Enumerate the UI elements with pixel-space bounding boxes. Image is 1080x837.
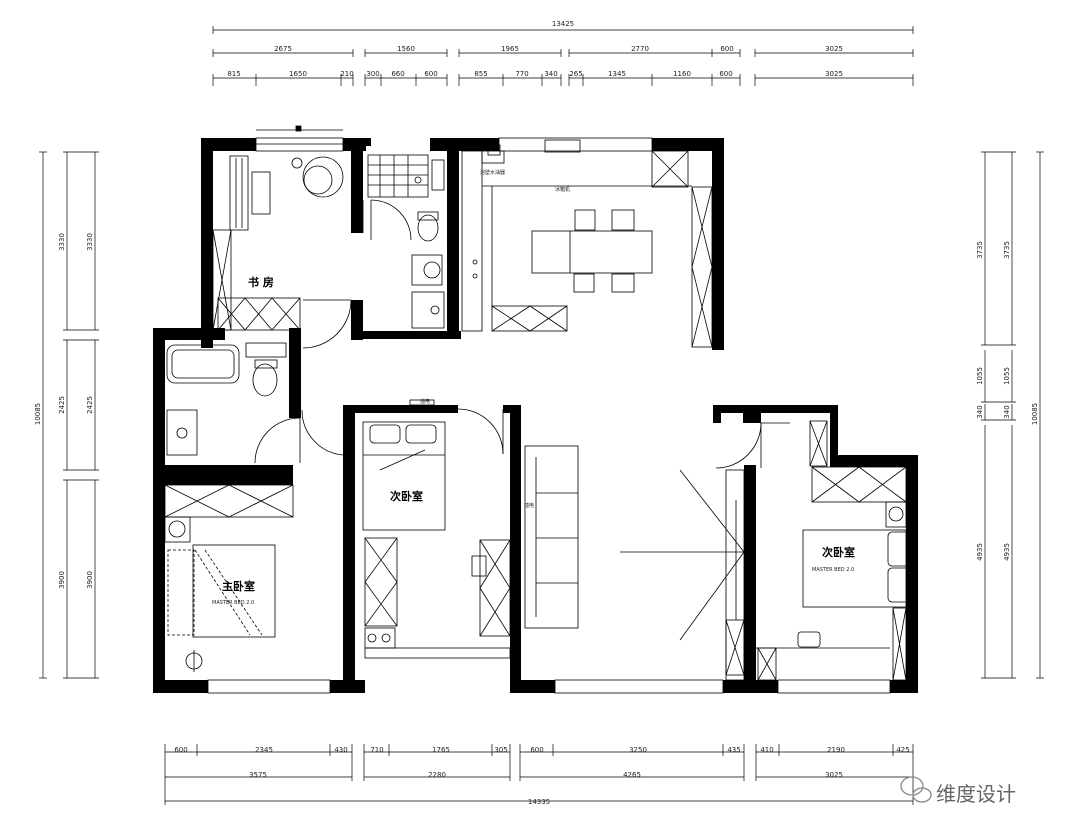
top-bathroom bbox=[367, 154, 445, 329]
bottom-dimension-labels: 600 2345 430 710 1765 305 600 3250 435 4… bbox=[174, 746, 909, 806]
top-dimensions bbox=[212, 26, 914, 86]
svg-text:3735: 3735 bbox=[1003, 241, 1011, 259]
svg-text:2770: 2770 bbox=[631, 45, 649, 53]
svg-text:2425: 2425 bbox=[86, 396, 94, 414]
svg-text:340: 340 bbox=[544, 70, 557, 78]
living-room-furniture bbox=[524, 445, 745, 681]
label-outlet-top: 插电 bbox=[420, 398, 430, 405]
svg-text:305: 305 bbox=[494, 746, 507, 754]
label-fridge: 冰箱机 bbox=[555, 186, 570, 193]
dim-bottom-total: 14335 bbox=[528, 798, 550, 806]
svg-text:2675: 2675 bbox=[274, 45, 292, 53]
label-bed-left: MASTER BED 2.0 bbox=[212, 600, 254, 606]
svg-text:10085: 10085 bbox=[34, 403, 42, 425]
svg-text:1055: 1055 bbox=[976, 367, 984, 385]
svg-text:2280: 2280 bbox=[428, 771, 446, 779]
svg-text:265: 265 bbox=[569, 70, 582, 78]
svg-text:410: 410 bbox=[760, 746, 773, 754]
top-dimension-labels: 13425 2675 1560 1965 2770 600 3025 815 1… bbox=[227, 20, 843, 78]
svg-text:10085: 10085 bbox=[1031, 403, 1039, 425]
svg-text:3900: 3900 bbox=[86, 571, 94, 589]
svg-text:3330: 3330 bbox=[58, 233, 66, 251]
label-outlet-side: 插电 bbox=[524, 502, 534, 509]
svg-text:340: 340 bbox=[976, 405, 984, 418]
label-water-heater: 浴壁水油器 bbox=[480, 169, 505, 176]
doors bbox=[254, 199, 790, 469]
svg-text:435: 435 bbox=[727, 746, 740, 754]
svg-text:3900: 3900 bbox=[58, 571, 66, 589]
svg-text:4935: 4935 bbox=[1003, 543, 1011, 561]
svg-text:2190: 2190 bbox=[827, 746, 845, 754]
svg-text:1160: 1160 bbox=[673, 70, 691, 78]
left-dimension-labels: 10085 3330 2425 3900 3330 2425 3900 bbox=[34, 233, 94, 589]
svg-text:770: 770 bbox=[515, 70, 528, 78]
svg-text:2425: 2425 bbox=[58, 396, 66, 414]
svg-text:855: 855 bbox=[474, 70, 487, 78]
svg-text:1650: 1650 bbox=[289, 70, 307, 78]
room-label-master-bedroom: 主卧室 bbox=[222, 579, 255, 593]
svg-text:430: 430 bbox=[334, 746, 347, 754]
thin-lines bbox=[207, 125, 891, 694]
svg-text:3025: 3025 bbox=[825, 45, 843, 53]
svg-text:660: 660 bbox=[391, 70, 404, 78]
svg-text:1560: 1560 bbox=[397, 45, 415, 53]
study-furniture bbox=[212, 155, 344, 331]
svg-text:300: 300 bbox=[366, 70, 379, 78]
room-label-second-bedroom-right: 次卧室 bbox=[822, 545, 855, 559]
label-bed-right: MASTER BED 2.0 bbox=[812, 567, 854, 573]
svg-text:1765: 1765 bbox=[432, 746, 450, 754]
svg-text:1965: 1965 bbox=[501, 45, 519, 53]
svg-text:600: 600 bbox=[174, 746, 187, 754]
svg-text:4265: 4265 bbox=[623, 771, 641, 779]
left-bathroom bbox=[166, 342, 287, 456]
room-label-second-bedroom-left: 次卧室 bbox=[390, 489, 423, 503]
svg-text:600: 600 bbox=[720, 45, 733, 53]
svg-text:3025: 3025 bbox=[825, 771, 843, 779]
walls bbox=[153, 138, 918, 693]
svg-text:2345: 2345 bbox=[255, 746, 273, 754]
svg-text:3330: 3330 bbox=[86, 233, 94, 251]
svg-text:600: 600 bbox=[530, 746, 543, 754]
right-dimension-labels: 3735 1055 340 4935 3735 1055 340 4935 10… bbox=[976, 241, 1039, 561]
svg-text:600: 600 bbox=[719, 70, 732, 78]
second-bedroom-left-furniture bbox=[362, 421, 511, 649]
master-bedroom-furniture bbox=[164, 484, 294, 672]
dim-top-total: 13425 bbox=[552, 20, 574, 28]
bottom-dimensions bbox=[164, 744, 914, 805]
wechat-icon bbox=[900, 776, 932, 803]
svg-text:1345: 1345 bbox=[608, 70, 626, 78]
svg-text:210: 210 bbox=[340, 70, 353, 78]
svg-text:3025: 3025 bbox=[825, 70, 843, 78]
svg-text:710: 710 bbox=[370, 746, 383, 754]
svg-text:1055: 1055 bbox=[1003, 367, 1011, 385]
svg-text:3735: 3735 bbox=[976, 241, 984, 259]
svg-text:815: 815 bbox=[227, 70, 240, 78]
left-dimensions bbox=[39, 151, 99, 679]
svg-text:425: 425 bbox=[896, 746, 909, 754]
svg-text:340: 340 bbox=[1003, 405, 1011, 418]
svg-text:4935: 4935 bbox=[976, 543, 984, 561]
svg-text:600: 600 bbox=[424, 70, 437, 78]
kitchen-furniture bbox=[461, 139, 713, 348]
right-dimensions bbox=[981, 151, 1044, 679]
second-bedroom-right-furniture bbox=[756, 420, 911, 681]
svg-text:3575: 3575 bbox=[249, 771, 267, 779]
watermark-text: 维度设计 bbox=[936, 782, 1016, 806]
svg-text:3250: 3250 bbox=[629, 746, 647, 754]
room-label-study: 书 房 bbox=[248, 275, 274, 289]
